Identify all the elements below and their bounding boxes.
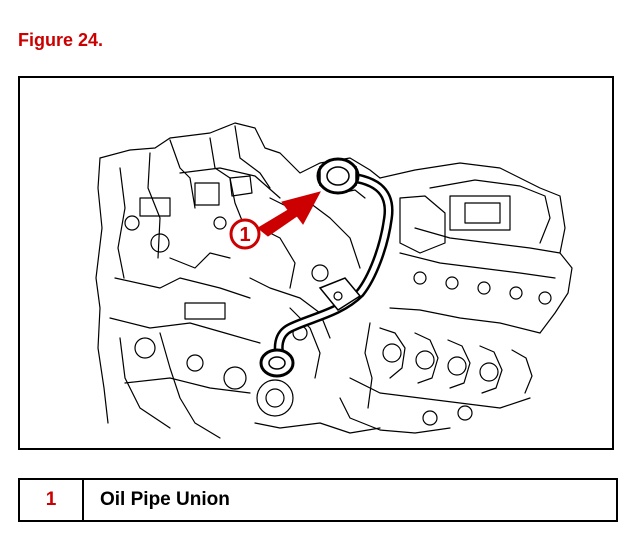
callout-badge-1: 1 <box>229 218 261 250</box>
engine-block-outline <box>95 122 573 439</box>
engine-line-drawing: 1 <box>95 122 573 439</box>
engine-diagram-frame: 1 <box>18 76 614 450</box>
oil-pipe-union-fitting <box>316 157 360 195</box>
legend-row-label: Oil Pipe Union <box>100 489 230 510</box>
legend-row-number: 1 <box>20 480 84 520</box>
legend-table: 1 Oil Pipe Union <box>18 478 618 522</box>
callout-arrow <box>257 191 321 237</box>
callout-number: 1 <box>239 224 250 246</box>
figure-title: Figure 24. <box>18 30 104 50</box>
pipe-bracket <box>318 277 362 311</box>
lower-pipe-fitting <box>259 348 295 378</box>
oil-pipe-highlight <box>273 171 394 368</box>
